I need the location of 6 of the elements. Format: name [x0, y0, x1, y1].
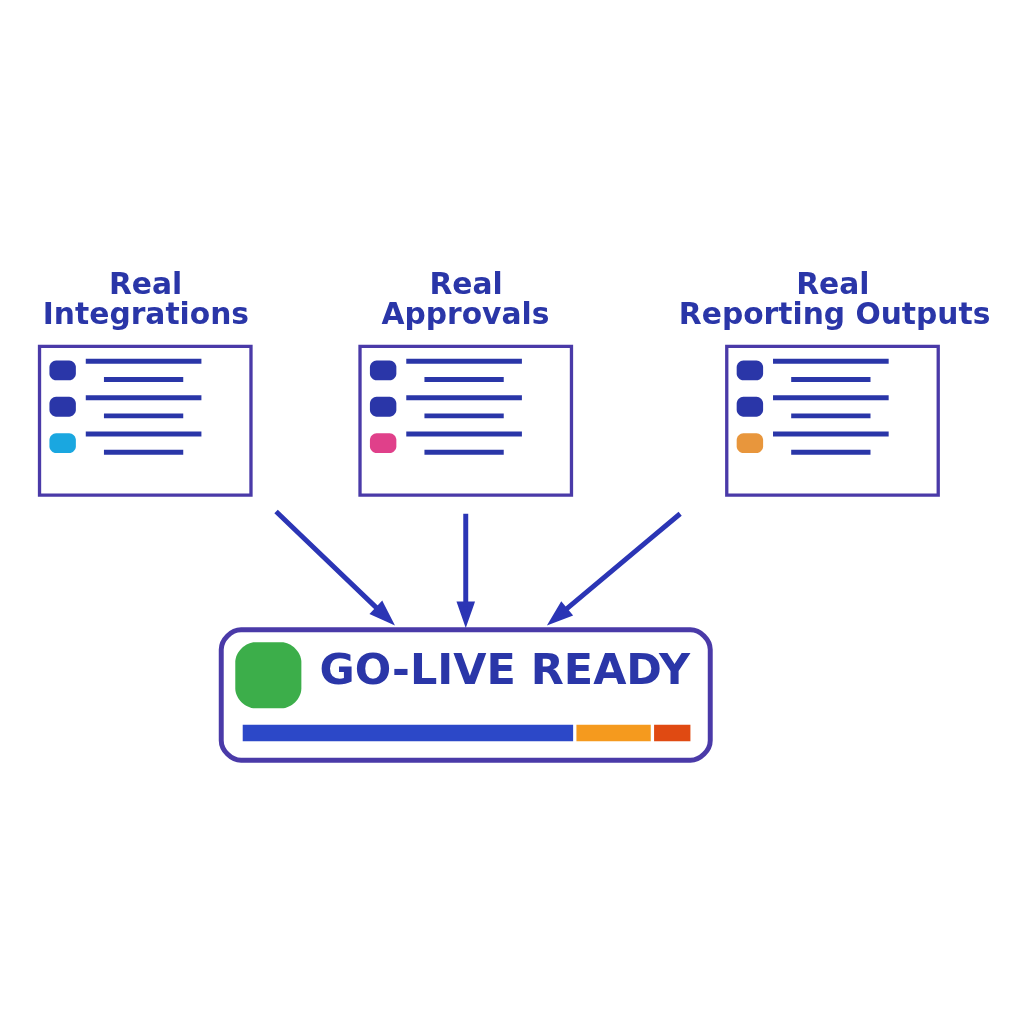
node-label: Real Approvals [381, 265, 550, 331]
arrow [546, 511, 682, 625]
node-label: Real Reporting Outputs [678, 265, 991, 331]
arrow [274, 509, 395, 626]
arrow [456, 513, 476, 628]
node-label: Real Integrations [42, 265, 250, 331]
